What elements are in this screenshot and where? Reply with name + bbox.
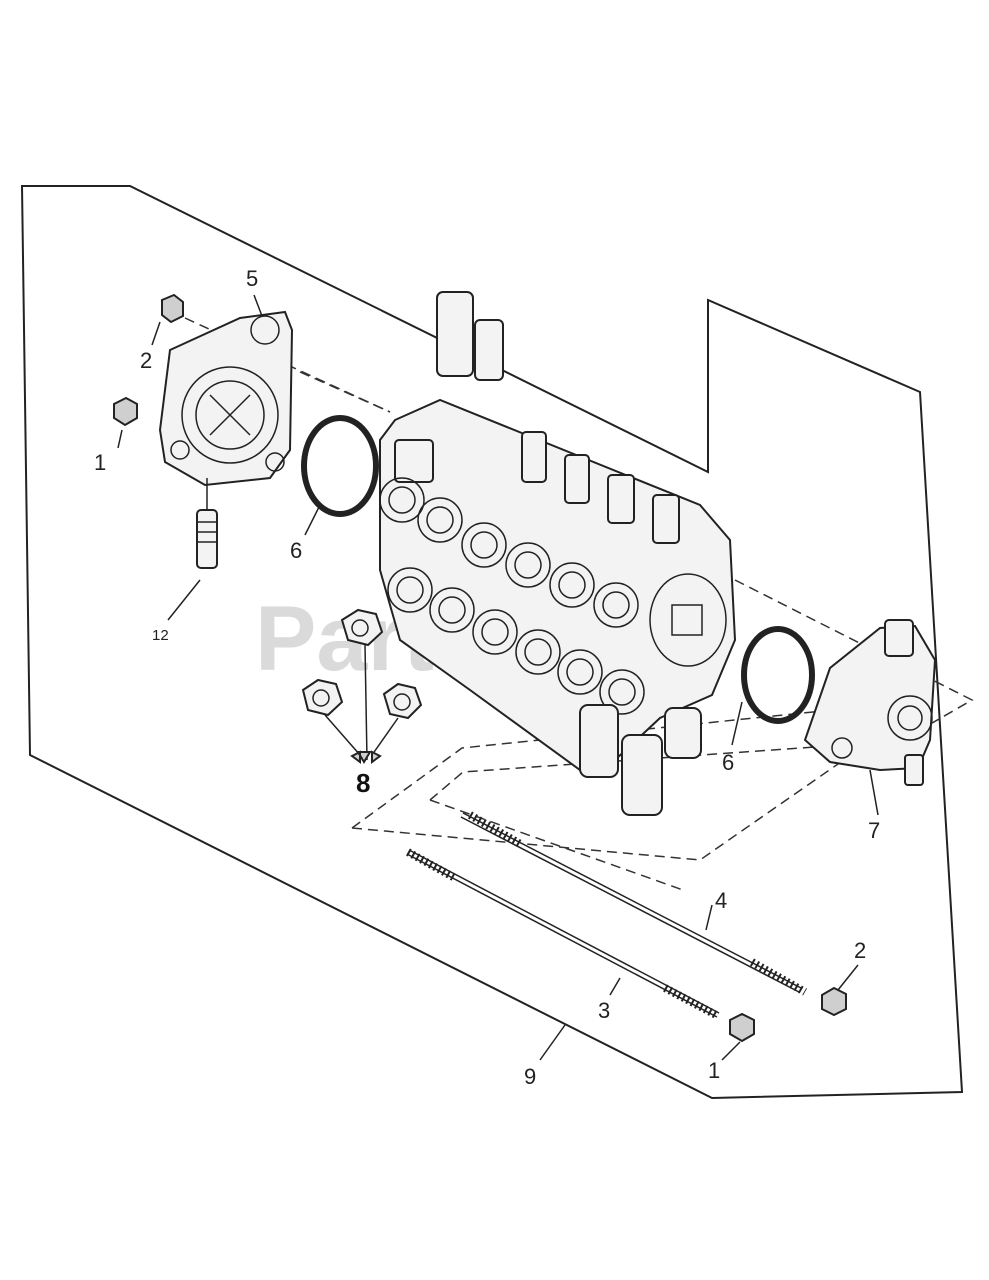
fitting-12 [196,478,218,569]
left-manifold-housing [158,310,294,487]
tie-rod-3 [406,848,720,1020]
cap-nut-top-left [161,293,184,324]
callout-manifold-right: 7 [868,818,880,843]
callout-kit-9: 9 [524,1064,536,1089]
pump-manifold-body [379,291,737,816]
callout-nut-top-left: 1 [94,450,106,475]
nut-top-left [113,396,138,427]
cap-nut-bottom [821,986,847,1017]
callout-rod-4: 4 [715,888,727,913]
o-ring-right [741,626,815,724]
tie-rod-4 [460,811,807,996]
kit-border-outline [20,185,964,1100]
callout-cap-nut-bottom: 2 [854,938,866,963]
callout-fitting-12: 12 [152,627,169,644]
callout-manifold-left: 5 [246,266,258,291]
callout-plugs: 8 [356,768,370,798]
plug-fittings [301,608,423,764]
callout-oring-right: 6 [722,750,734,775]
callout-rod-3: 3 [598,998,610,1023]
nut-bottom [729,1012,755,1043]
right-manifold-housing [803,619,937,786]
callout-leaders [117,294,879,1061]
callout-oring-left: 6 [290,538,302,563]
callout-nut-bottom: 1 [708,1058,720,1083]
o-ring-left [301,415,379,517]
callout-cap-nut-top-left: 2 [140,348,152,373]
